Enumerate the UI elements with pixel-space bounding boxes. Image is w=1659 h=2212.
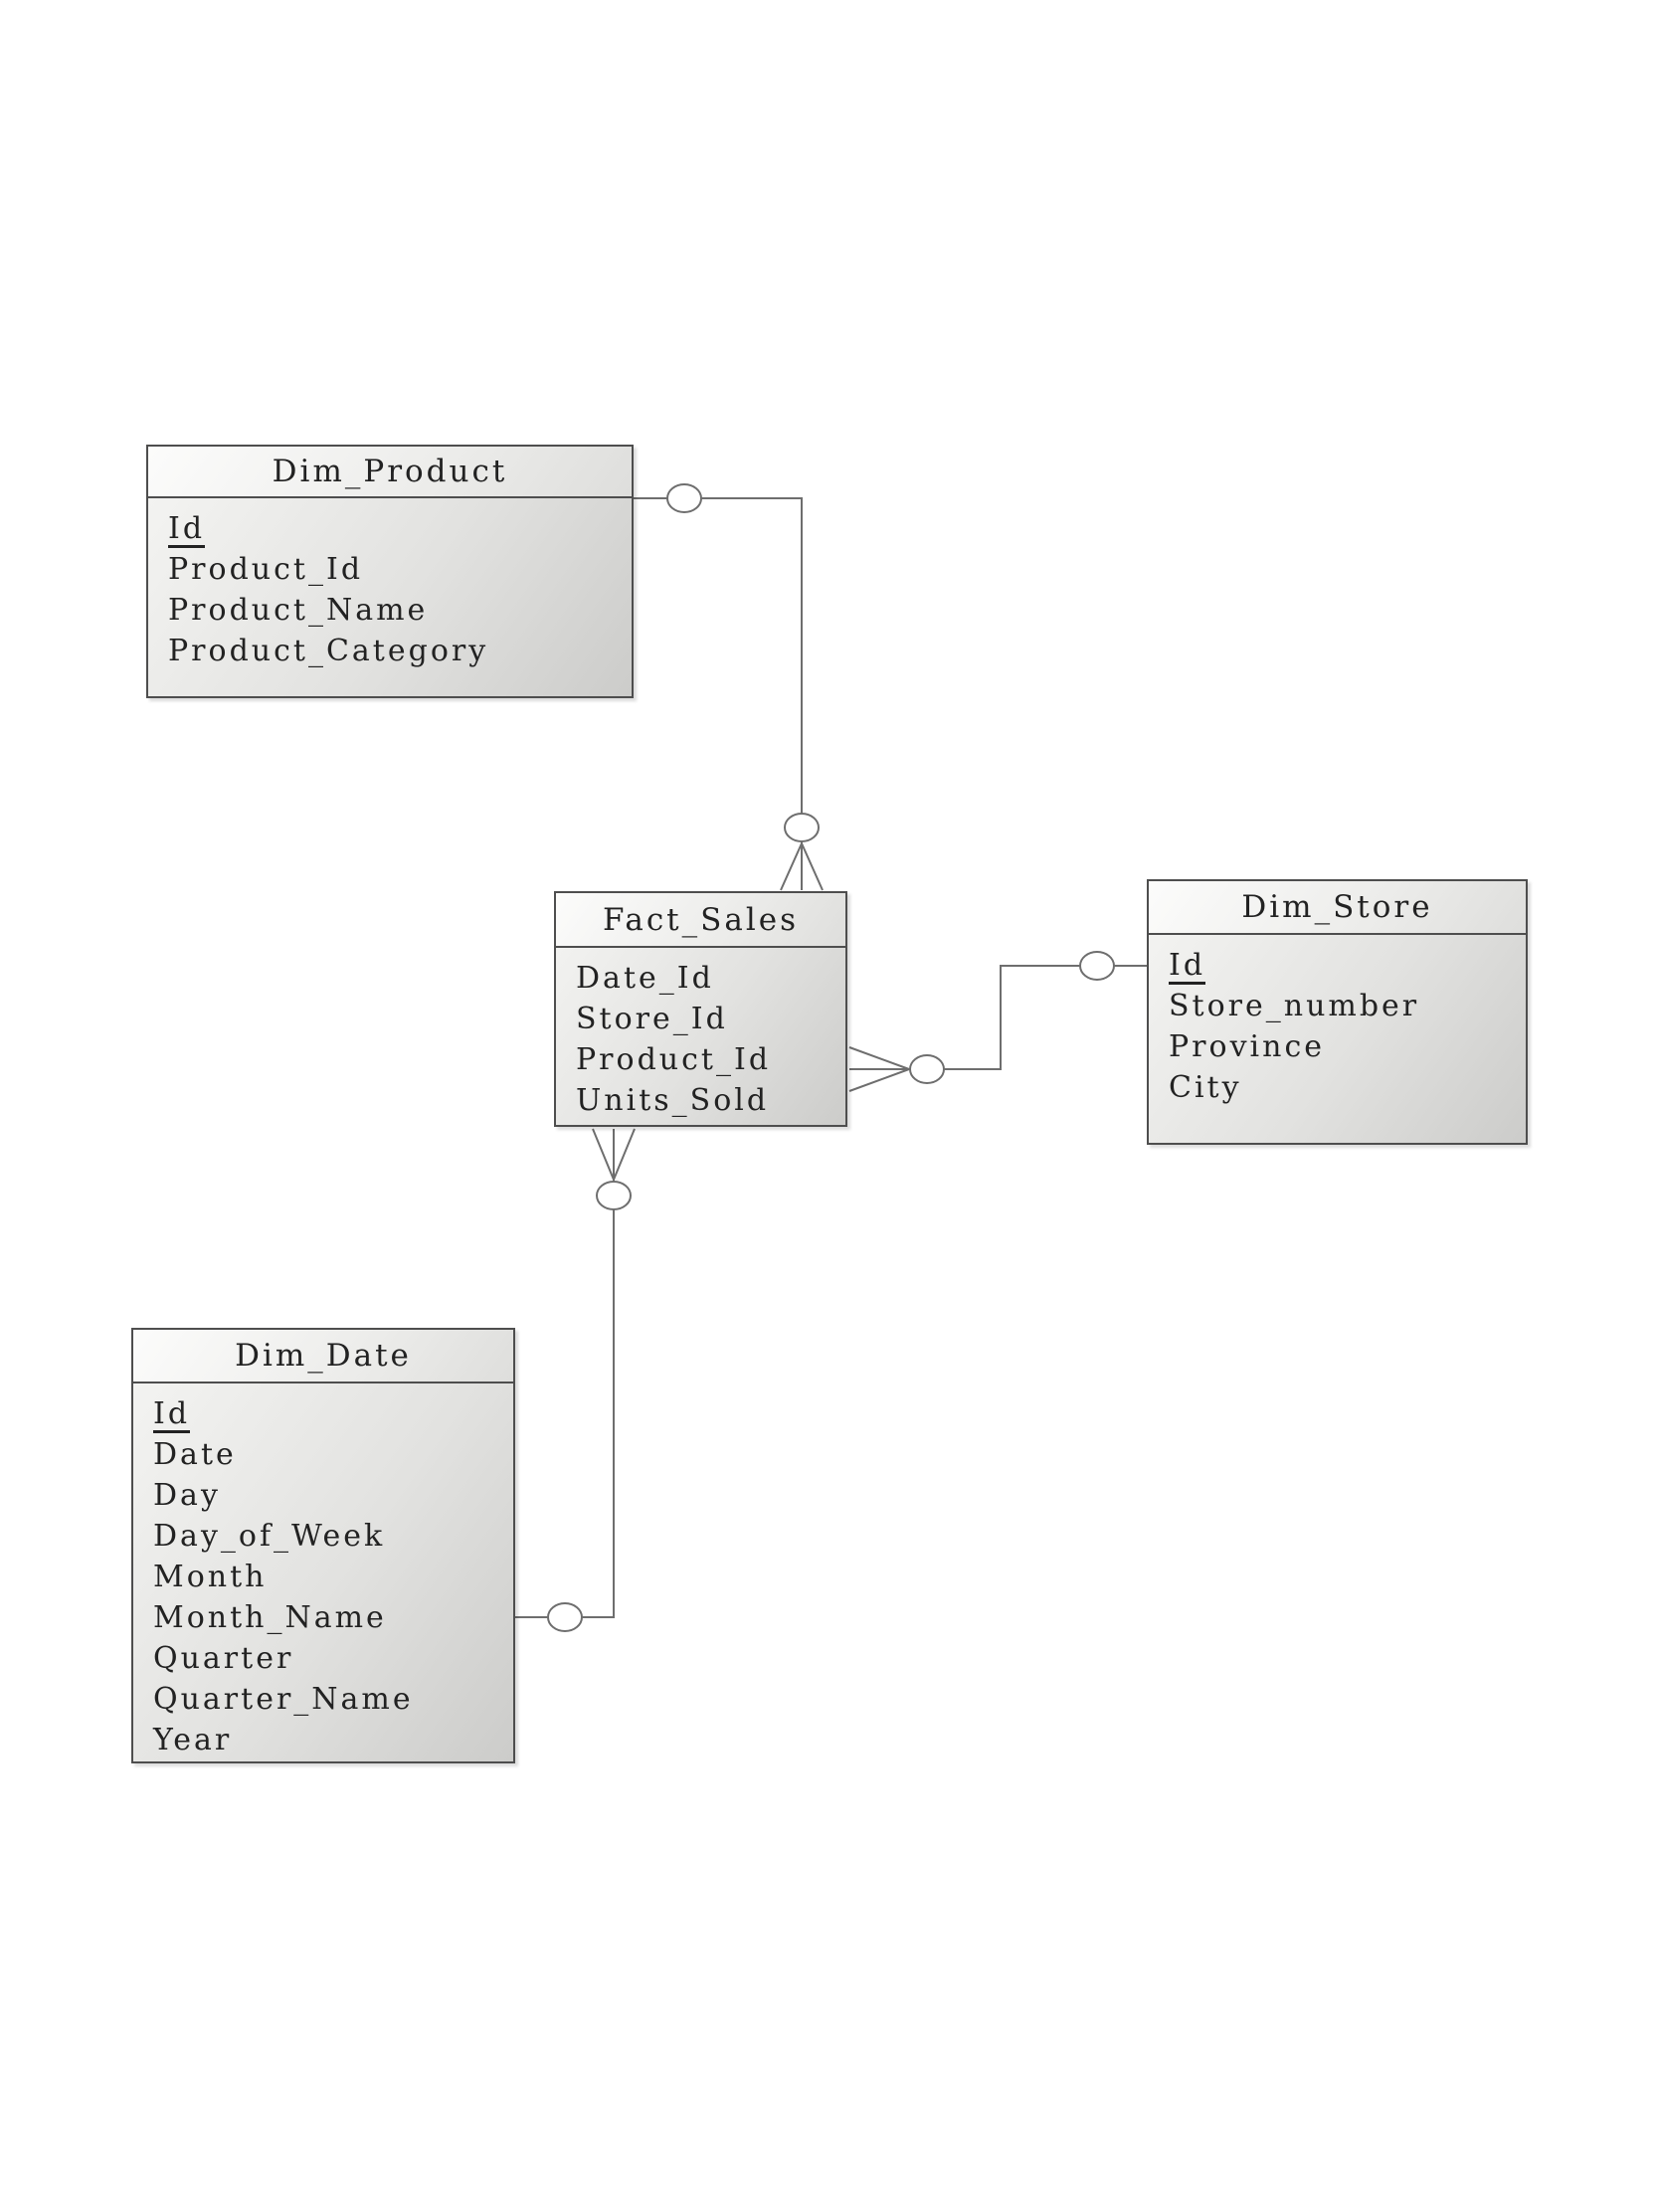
zero-cardinality-icon	[596, 1181, 632, 1210]
field-id: Id	[1169, 948, 1206, 985]
entity-title-label: Dim_Store	[1241, 889, 1433, 925]
field-date: Date	[153, 1437, 237, 1472]
relationship-dim-date-fact-sales	[515, 1128, 636, 1632]
entity-title-fact-sales: Fact_Sales	[556, 893, 845, 948]
entity-title-dim-store: Dim_Store	[1149, 881, 1526, 935]
entity-fields-dim-date: Id Date Day Day_of_Week Month Month_Name…	[133, 1383, 513, 1760]
entity-dim-date: Dim_Date Id Date Day Day_of_Week Month M…	[131, 1328, 515, 1763]
field-id: Id	[168, 511, 206, 548]
field-units-sold: Units_Sold	[576, 1083, 770, 1118]
entity-fields-dim-store: Id Store_number Province City	[1149, 935, 1526, 1108]
entity-title-dim-date: Dim_Date	[133, 1330, 513, 1383]
field-quarter-name: Quarter_Name	[153, 1682, 414, 1717]
field-product-id: Product_Id	[576, 1042, 772, 1077]
entity-title-label: Dim_Product	[272, 454, 508, 489]
zero-cardinality-icon	[909, 1054, 945, 1084]
entity-dim-product: Dim_Product Id Product_Id Product_Name P…	[146, 445, 634, 698]
relationship-fact-sales-dim-store	[848, 951, 1147, 1092]
field-city: City	[1169, 1070, 1242, 1105]
entity-dim-store: Dim_Store Id Store_number Province City	[1147, 879, 1528, 1145]
many-cardinality-icon	[848, 1046, 910, 1092]
field-month-name: Month_Name	[153, 1600, 387, 1635]
field-year: Year	[153, 1723, 233, 1757]
entity-fields-fact-sales: Date_Id Store_Id Product_Id Units_Sold	[556, 948, 845, 1121]
entity-title-dim-product: Dim_Product	[148, 447, 632, 498]
field-month: Month	[153, 1560, 268, 1594]
field-store-id: Store_Id	[576, 1002, 728, 1036]
zero-cardinality-icon	[784, 813, 820, 842]
relationship-dim-product-fact-sales	[634, 483, 824, 891]
entity-fields-dim-product: Id Product_Id Product_Name Product_Categ…	[148, 498, 632, 671]
zero-cardinality-icon	[547, 1602, 583, 1632]
field-date-id: Date_Id	[576, 961, 714, 996]
field-id: Id	[153, 1396, 191, 1433]
many-cardinality-icon	[592, 1128, 636, 1181]
relationship-line	[634, 497, 803, 843]
entity-fact-sales: Fact_Sales Date_Id Store_Id Product_Id U…	[554, 891, 847, 1127]
field-day-of-week: Day_of_Week	[153, 1519, 386, 1554]
field-product-id: Product_Id	[168, 552, 364, 587]
field-product-name: Product_Name	[168, 593, 429, 628]
field-product-category: Product_Category	[168, 634, 489, 668]
zero-cardinality-icon	[666, 483, 702, 513]
relationship-line	[515, 1180, 615, 1618]
many-cardinality-icon	[780, 842, 824, 891]
relationship-line	[909, 965, 1147, 1070]
field-quarter: Quarter	[153, 1641, 294, 1676]
field-province: Province	[1169, 1029, 1326, 1064]
entity-title-label: Dim_Date	[235, 1338, 412, 1374]
zero-cardinality-icon	[1079, 951, 1115, 981]
entity-title-label: Fact_Sales	[602, 901, 800, 938]
field-store-number: Store_number	[1169, 989, 1420, 1023]
field-day: Day	[153, 1478, 221, 1513]
